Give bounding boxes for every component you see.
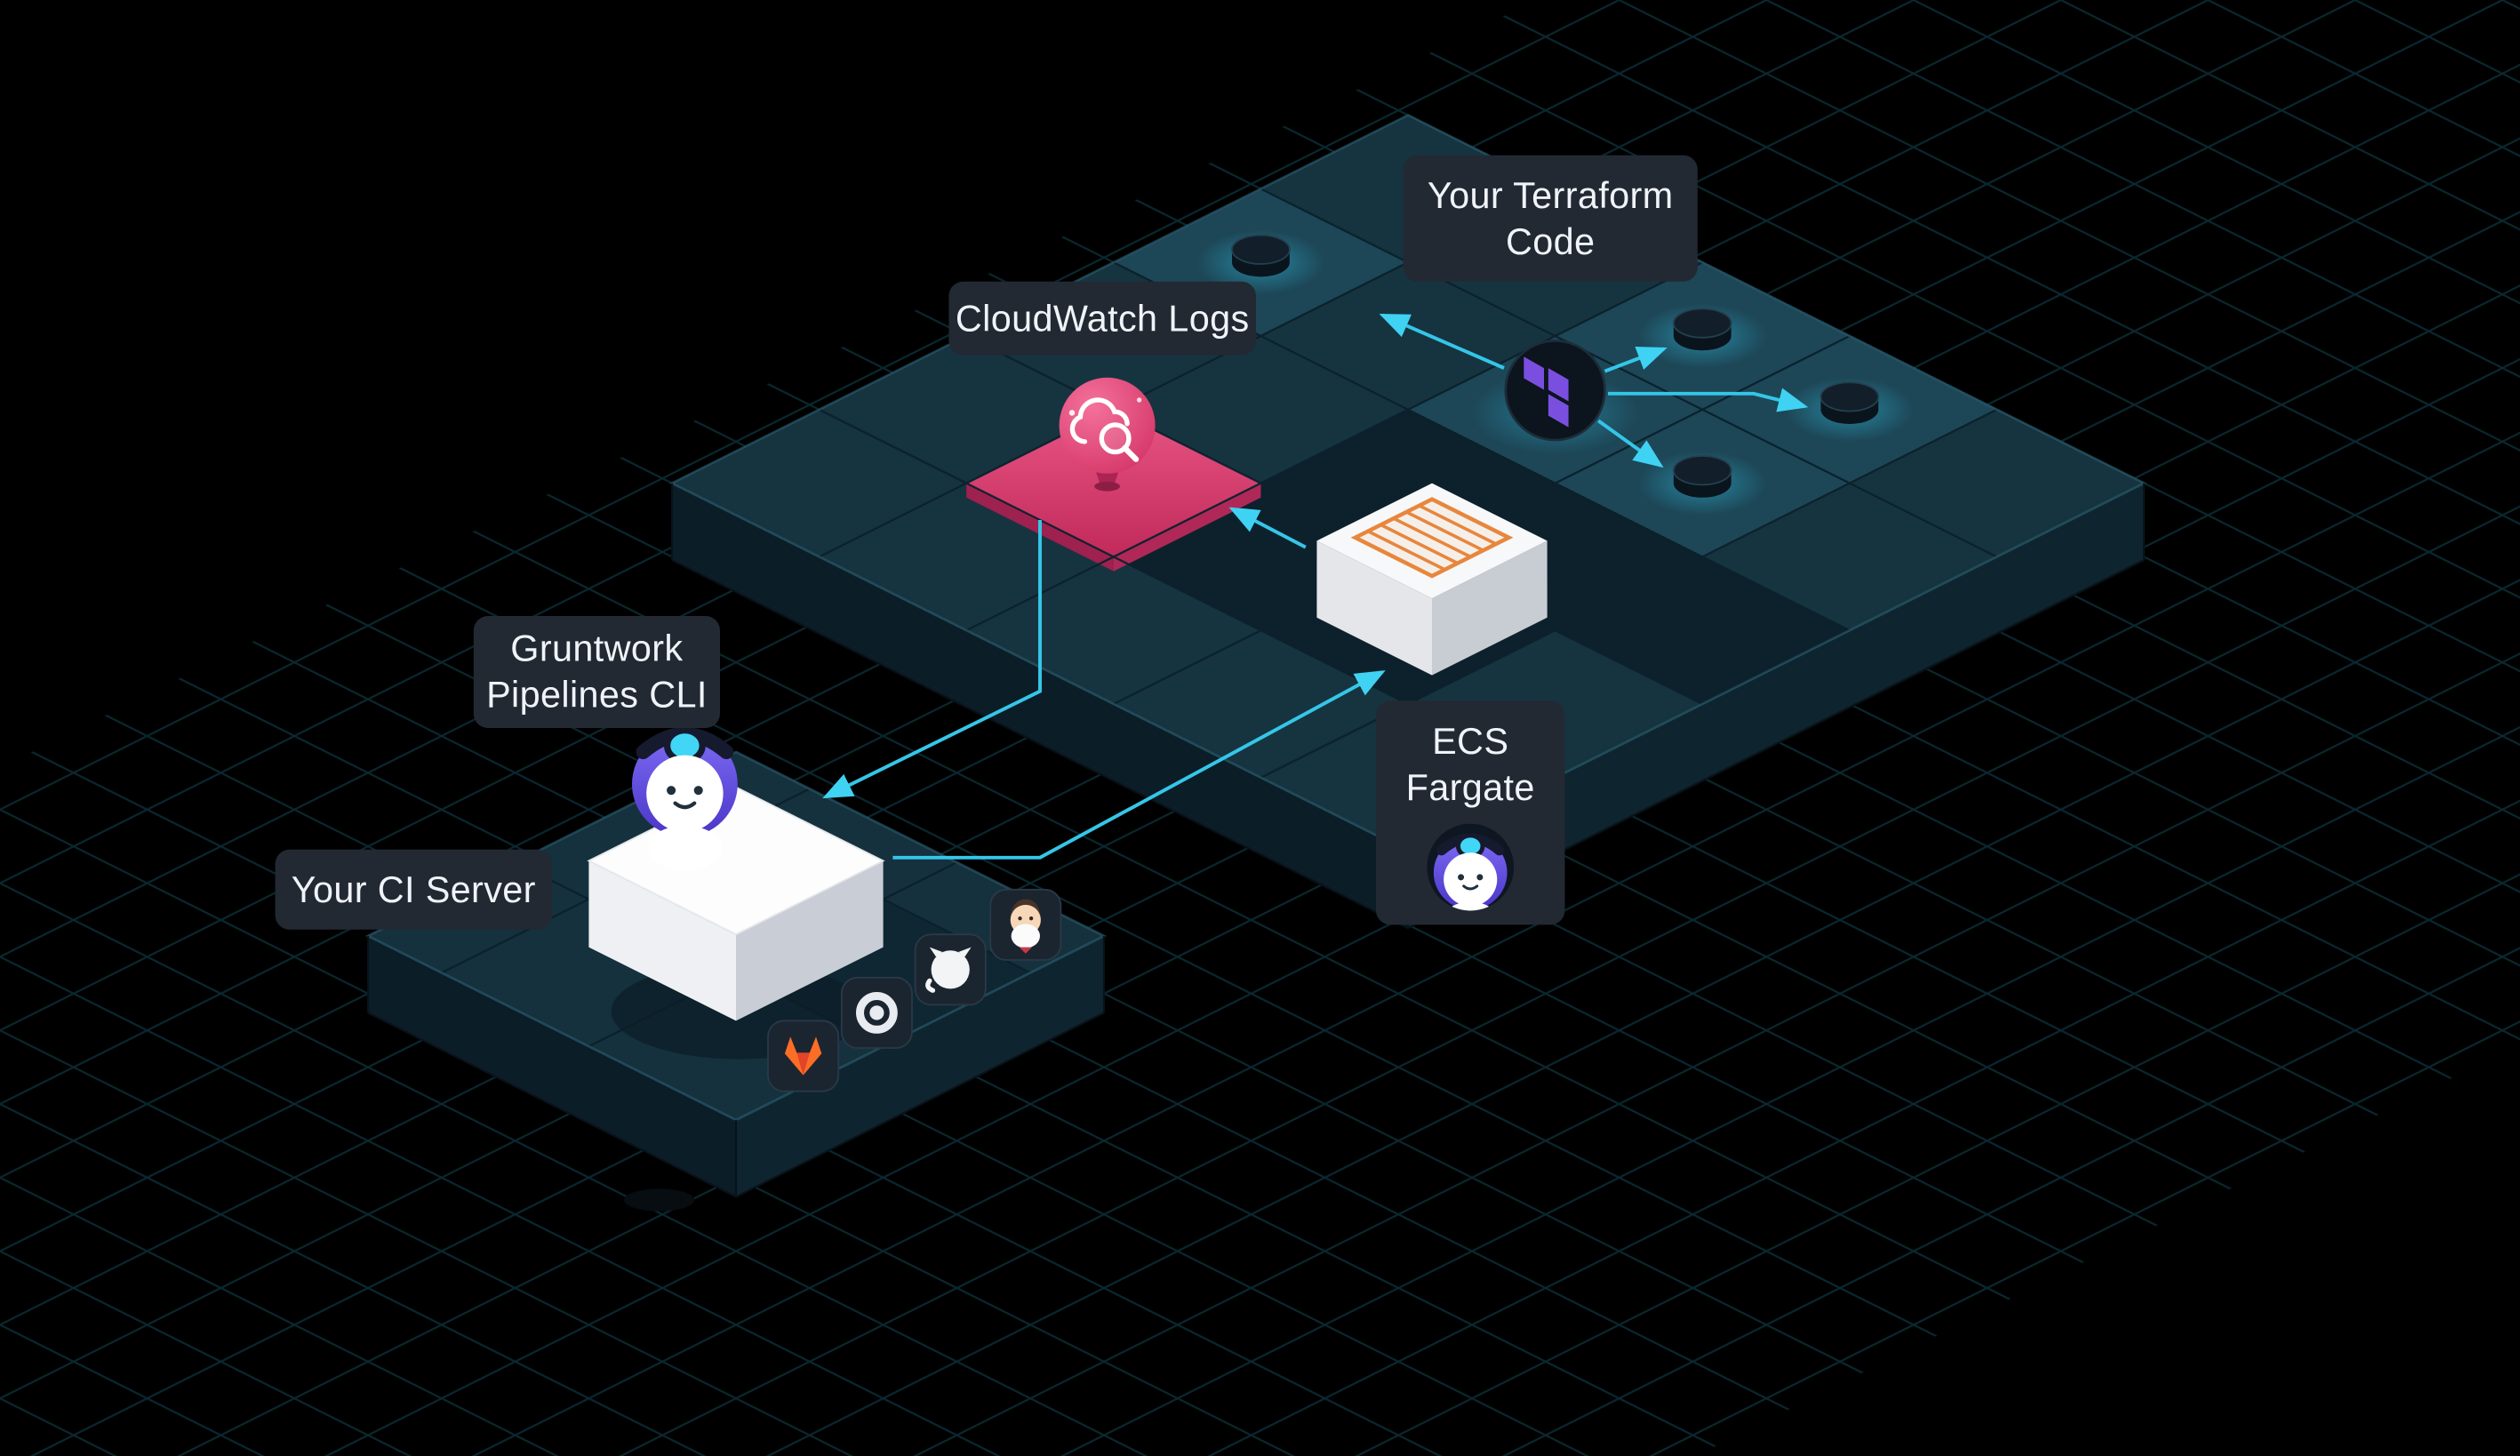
ecs-fargate-label: ECS Fargate (1376, 700, 1565, 925)
flow-arrows (822, 313, 1809, 860)
ecs-fargate-cube (1316, 483, 1548, 676)
container-task-icon (1350, 497, 1514, 579)
label-text: Pipelines CLI (486, 673, 708, 716)
label-text: ECS (1432, 720, 1509, 762)
arrow-cloudwatch-to-ci (822, 519, 1042, 799)
gruntwork-logo-icon (1427, 823, 1515, 912)
arrow-terraform-to-node-2 (1604, 346, 1668, 373)
arrow-terraform-to-node-3 (1607, 388, 1809, 412)
platform-grid-lines (819, 188, 1997, 779)
jenkins-icon (989, 888, 1062, 961)
label-text: Code (1505, 220, 1596, 262)
infra-node-2 (1638, 304, 1767, 368)
arrow-ci-to-ecs (892, 670, 1386, 860)
terraform-code-label: Your Terraform Code (1403, 155, 1698, 282)
ci-server-label: Your CI Server (275, 849, 552, 930)
ci-provider-icons (767, 888, 1062, 1092)
cloudwatch-logs-label: CloudWatch Logs (948, 281, 1256, 356)
cloudwatch-logs-icon (1059, 377, 1156, 492)
terraform-logo-icon (1472, 340, 1639, 455)
circleci-icon (840, 976, 913, 1049)
github-icon (914, 933, 987, 1006)
label-text: Your Terraform (1427, 173, 1674, 216)
label-text: CloudWatch Logs (955, 296, 1250, 339)
arrow-terraform-to-node-1 (1379, 313, 1505, 370)
arrow-ecs-to-cloudwatch (1228, 507, 1307, 549)
label-text: Gruntwork (510, 627, 684, 669)
label-text: Your CI Server (291, 868, 536, 910)
infra-node-1 (1196, 230, 1325, 295)
infra-node-3 (1785, 377, 1914, 442)
label-text: Fargate (1405, 766, 1535, 808)
infra-node-4 (1638, 451, 1767, 516)
ground-shadow (624, 1188, 695, 1212)
gruntwork-pipelines-label: Gruntwork Pipelines CLI (473, 616, 720, 728)
gitlab-icon (767, 1020, 840, 1092)
infra-nodes (1196, 230, 1914, 516)
